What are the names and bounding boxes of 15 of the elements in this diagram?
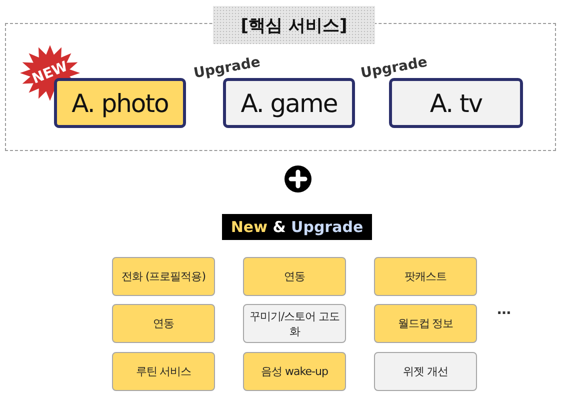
- service-box: A. game: [223, 78, 355, 128]
- service-box: A. photo: [54, 78, 186, 128]
- ellipsis: …: [496, 301, 512, 320]
- feature-box: 팟캐스트: [374, 257, 477, 296]
- heading-band: New & Upgrade: [222, 214, 372, 240]
- feature-box: 위젯 개선: [374, 352, 477, 391]
- feature-box: 루틴 서비스: [112, 352, 215, 391]
- feature-box: 연동: [112, 304, 215, 343]
- service-box: A. tv: [389, 78, 523, 128]
- feature-box: 음성 wake-up: [243, 352, 346, 391]
- group-heading: [핵심 서비스]: [213, 6, 375, 44]
- feature-box: 연동: [243, 257, 346, 296]
- feature-box: 전화 (프로필적용): [112, 257, 215, 296]
- feature-box: 꾸미기/스토어 고도화: [243, 304, 346, 343]
- feature-box: 월드컵 정보: [374, 304, 477, 343]
